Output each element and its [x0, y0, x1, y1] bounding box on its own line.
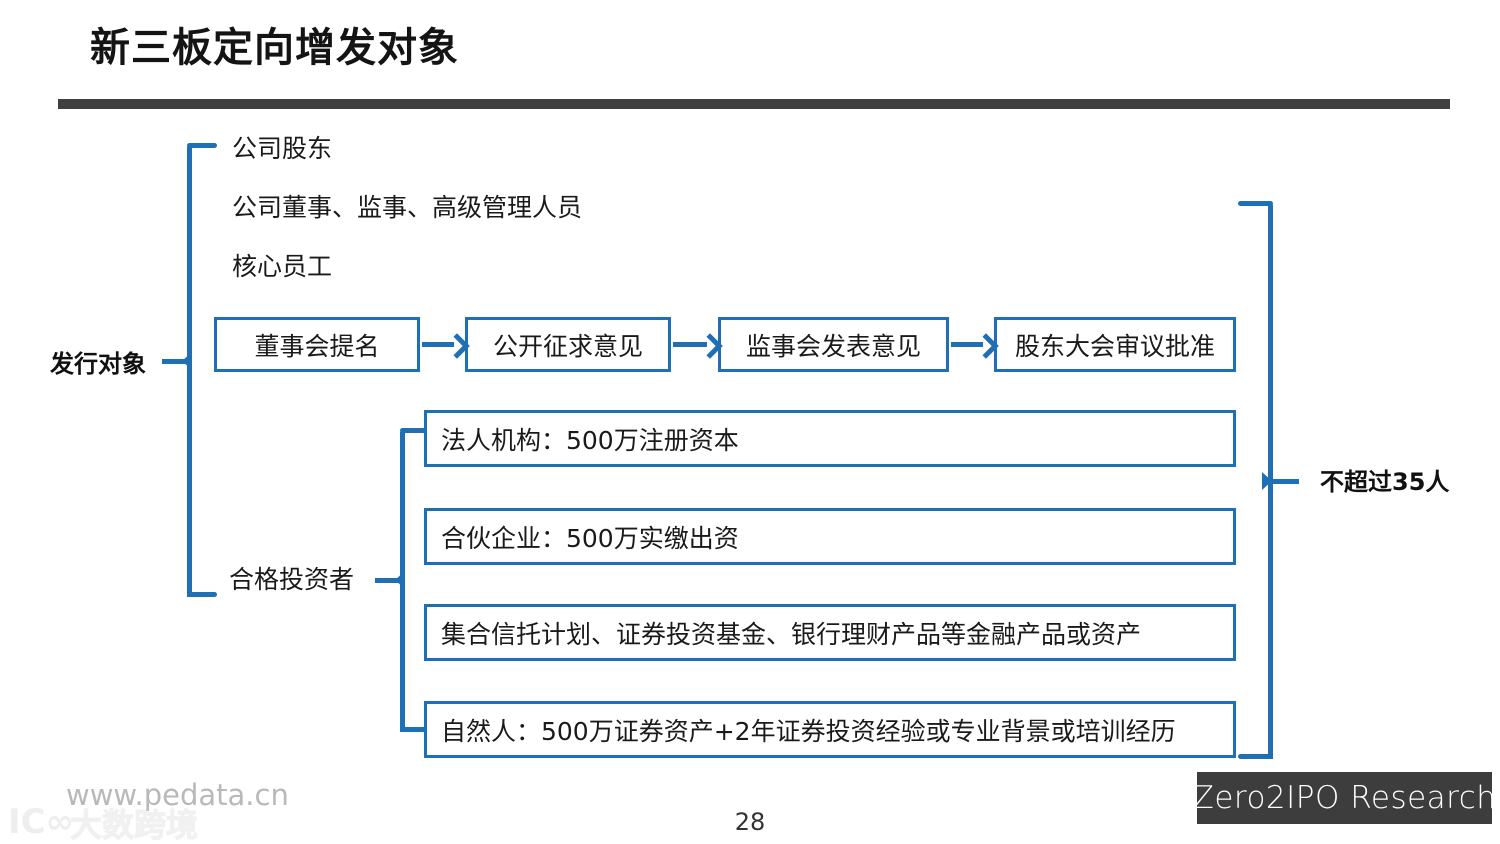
left-outer-brace — [162, 143, 217, 601]
flow-step-1[interactable]: 董事会提名 — [214, 317, 420, 372]
flow-arrow-3-icon — [951, 333, 999, 359]
qualified-investor-label: 合格投资者 — [229, 565, 355, 594]
page-title: 新三板定向增发对象 — [90, 25, 459, 71]
flow-arrow-2-icon — [673, 333, 723, 359]
brand-badge: Zero2IPO Research — [1193, 772, 1496, 824]
title-divider — [58, 99, 1450, 109]
flow-step-3[interactable]: 监事会发表意见 — [718, 317, 949, 372]
investor-box-financial-products[interactable]: 集合信托计划、证券投资基金、银行理财产品等金融产品或资产 — [424, 604, 1236, 661]
brand-label: Zero2IPO Research — [1192, 780, 1497, 816]
qualified-investor-brace — [375, 428, 431, 736]
max-investors-label: 不超过35人 — [1320, 468, 1450, 496]
list-item-core-staff: 核心员工 — [232, 252, 333, 281]
issuance-target-label: 发行对象 — [50, 350, 146, 378]
right-outer-brace — [1238, 201, 1299, 763]
flow-step-2[interactable]: 公开征求意见 — [465, 317, 671, 372]
page-number: 28 — [734, 808, 766, 836]
investor-box-individual[interactable]: 自然人：500万证券资产+2年证券投资经验或专业背景或培训经历 — [424, 701, 1236, 758]
list-item-shareholders: 公司股东 — [232, 134, 333, 163]
flow-step-4[interactable]: 股东大会审议批准 — [994, 317, 1236, 372]
investor-box-legal-entity[interactable]: 法人机构：500万注册资本 — [424, 410, 1236, 467]
investor-box-partnership[interactable]: 合伙企业：500万实缴出资 — [424, 508, 1236, 565]
list-item-directors: 公司董事、监事、高级管理人员 — [232, 193, 583, 222]
flow-arrow-1-icon — [422, 333, 470, 359]
site-url: www.pedata.cn — [66, 778, 289, 812]
